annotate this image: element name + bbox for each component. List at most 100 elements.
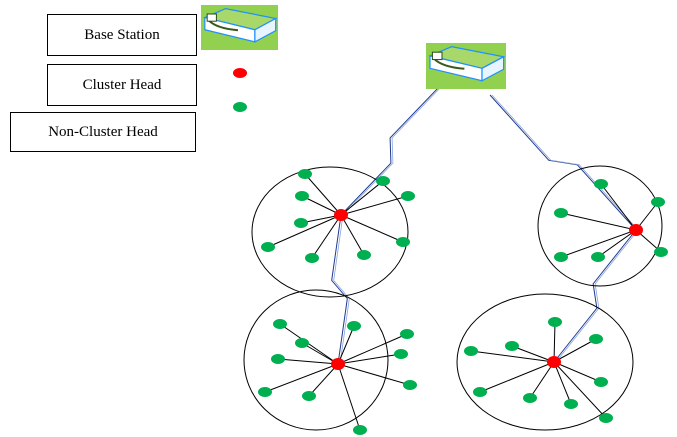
non-cluster-head-node <box>261 242 275 252</box>
non-cluster-head-node <box>464 346 478 356</box>
legend-non-cluster-head-marker <box>233 102 247 112</box>
uplink-bs-to-top-left-head <box>340 85 441 216</box>
member-link <box>560 212 637 231</box>
base-station-device <box>206 13 217 22</box>
non-cluster-head-node <box>599 413 613 423</box>
non-cluster-head-node <box>258 387 272 397</box>
cluster-boundary <box>243 289 389 431</box>
member-link <box>337 363 361 431</box>
non-cluster-head-node <box>564 399 578 409</box>
uplink-top-right-to-bottom-right-head <box>553 229 637 363</box>
base-station-side-face <box>254 17 277 43</box>
base-station-device <box>431 51 443 61</box>
clusters-layer <box>243 165 668 435</box>
member-link <box>600 183 637 231</box>
non-cluster-head-node <box>523 393 537 403</box>
non-cluster-head-node <box>376 176 390 186</box>
uplink-top-left-to-bottom-left-head-shadow <box>333 214 350 365</box>
member-link <box>337 363 411 386</box>
member-link <box>264 363 339 393</box>
non-cluster-head-node <box>271 354 285 364</box>
uplink-top-left-to-bottom-left-head <box>331 214 348 365</box>
member-link <box>340 180 384 216</box>
non-cluster-head-node <box>505 341 519 351</box>
member-link <box>340 214 404 243</box>
non-cluster-head-node <box>305 253 319 263</box>
base-stations-layer <box>201 5 506 89</box>
cluster-head-node <box>331 358 345 370</box>
member-link <box>308 363 339 397</box>
legend-base-station-label: Base Station <box>47 14 197 56</box>
member-link <box>340 195 409 216</box>
non-cluster-head-node <box>654 247 668 257</box>
member-link <box>337 353 402 365</box>
cluster-boundary <box>537 165 663 287</box>
member-link <box>301 195 342 216</box>
uplink-top-right-to-bottom-right-head-shadow <box>555 229 639 363</box>
member-link <box>529 361 555 399</box>
member-link <box>301 342 339 365</box>
non-cluster-head-node <box>357 250 371 260</box>
uplink-bs-to-top-right-head-shadow <box>491 94 639 231</box>
legend-non-cluster-head-label: Non-Cluster Head <box>10 112 196 152</box>
uplinks-layer <box>331 85 639 365</box>
member-link <box>311 214 342 259</box>
non-cluster-head-node <box>589 334 603 344</box>
legend-cluster-head-marker <box>233 68 247 78</box>
non-cluster-head-node <box>273 319 287 329</box>
non-cluster-head-node <box>591 252 605 262</box>
member-link <box>553 321 556 363</box>
cluster-bottom-left <box>243 289 417 435</box>
non-cluster-head-node <box>594 377 608 387</box>
member-link <box>470 350 555 363</box>
member-link <box>337 333 408 365</box>
base-station-side-face <box>481 55 505 82</box>
non-cluster-head-node <box>651 197 665 207</box>
member-link <box>597 229 637 258</box>
cluster-boundary <box>251 166 409 298</box>
base-station-icon <box>426 43 506 89</box>
cluster-top-right <box>537 165 668 287</box>
non-cluster-head-node <box>302 391 316 401</box>
cluster-top-left <box>251 166 415 298</box>
non-cluster-head-node <box>594 179 608 189</box>
base-station-icon <box>201 5 278 50</box>
non-cluster-head-node <box>554 252 568 262</box>
legend-cluster-head-label: Cluster Head <box>47 64 197 106</box>
member-link <box>560 229 637 258</box>
non-cluster-head-node <box>295 191 309 201</box>
non-cluster-head-node <box>396 237 410 247</box>
non-cluster-head-node <box>473 387 487 397</box>
legend-markers <box>233 68 247 112</box>
member-link <box>304 173 342 216</box>
non-cluster-head-node <box>298 169 312 179</box>
non-cluster-head-node <box>554 208 568 218</box>
member-link <box>553 361 602 383</box>
cluster-bottom-right <box>456 293 634 431</box>
member-link <box>340 214 365 256</box>
member-link <box>279 323 339 365</box>
non-cluster-head-node <box>400 329 414 339</box>
non-cluster-head-node <box>394 349 408 359</box>
non-cluster-head-node <box>294 218 308 228</box>
member-link <box>267 214 342 248</box>
member-link <box>553 338 597 363</box>
cluster-head-node <box>334 209 348 221</box>
uplink-bs-to-top-left-head-shadow <box>342 85 443 216</box>
cluster-head-node <box>547 356 561 368</box>
member-link <box>277 358 339 365</box>
member-link <box>553 361 572 405</box>
non-cluster-head-node <box>401 191 415 201</box>
member-link <box>337 325 355 365</box>
non-cluster-head-node <box>347 321 361 331</box>
cluster-boundary <box>456 293 634 431</box>
member-link <box>553 361 607 419</box>
non-cluster-head-node <box>353 425 367 435</box>
non-cluster-head-node <box>548 317 562 327</box>
member-link <box>479 361 555 393</box>
cluster-head-node <box>629 224 643 236</box>
non-cluster-head-node <box>403 380 417 390</box>
non-cluster-head-node <box>295 338 309 348</box>
